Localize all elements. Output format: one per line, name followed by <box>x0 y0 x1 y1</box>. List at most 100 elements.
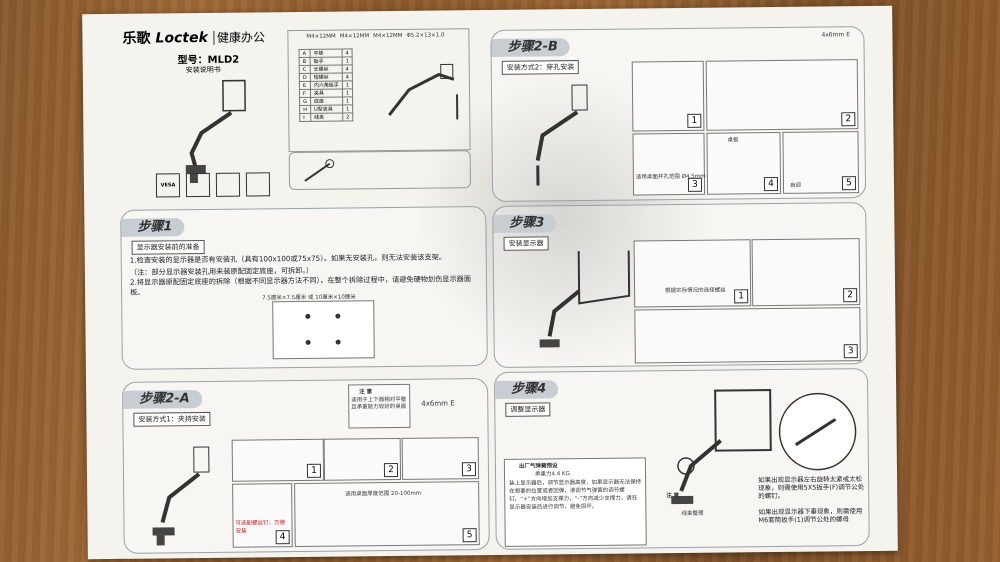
step2b-num-2: 2 <box>841 112 856 127</box>
tilt-icon <box>245 172 271 197</box>
step3-num-1: 1 <box>734 289 749 304</box>
step3-monitor-drawing <box>539 250 631 348</box>
step2a-warning: 注 意 适用于上下面相对平整且承重能力较好的桌面 <box>348 383 411 429</box>
step4-right-text-2: 如果出现显示器下垂现象，则需使用M6套筒扳手(1)调节公处的螺母 <box>758 507 863 525</box>
step4-note-small: 注 意 <box>666 493 680 500</box>
monitor-arm-illustration <box>185 79 246 184</box>
step2a-box-5: 适用桌面厚度范围 20-100mm 5 <box>294 481 480 548</box>
logo-en: Loctek <box>155 29 208 47</box>
step4-cable: 线束整理 <box>681 510 704 518</box>
step1-title: 步骤1 <box>121 218 185 237</box>
parts-cell: 4 <box>342 72 353 82</box>
step2b-box-1: 1 <box>631 60 705 132</box>
step2b-box-5: 自调 5 <box>782 131 860 194</box>
parts-cell: B <box>299 57 311 66</box>
model-label: 型号：MLD2 <box>177 54 240 67</box>
step3-box-3: 3 <box>634 307 861 364</box>
parts-cell: G <box>299 97 311 106</box>
step2a-tool: 4x6mm E <box>421 399 455 408</box>
hw-3: Φ5.2×13×1.0 <box>406 32 445 39</box>
step2b-label-1: 桌板 <box>727 137 739 144</box>
step2b-panel: 步骤2-B 安装方式2：穿孔安装 4x6mm E 1 2 适用桌面开孔范围 Ø4… <box>490 26 867 202</box>
step2a-box-3: 3 <box>401 437 480 480</box>
step4-warn-load: 承重力4.4 KG <box>534 471 570 478</box>
parts-cell: 内六角扳手 <box>310 81 343 90</box>
step3-num-2: 2 <box>843 288 858 303</box>
step2a-box-2: 2 <box>323 437 402 481</box>
parts-cell: 线夹 <box>310 113 343 122</box>
parts-cell: 1 <box>342 96 353 106</box>
step3-tip: 根据实际情况的选择螺丝 <box>665 287 726 295</box>
step2a-num-1: 1 <box>306 463 322 478</box>
hardware-row: M4×12MM M4×12MM M4×12MM Φ5.2×13×1.0 <box>306 32 468 40</box>
step2a-warn-title: 注 意 <box>359 389 373 396</box>
hw-0: M4×12MM <box>306 33 336 40</box>
step4-right-text-1: 如果出现显示器左右旋转太紧或太松现象，则需使用5X5扳手(F)调节公处的螺钉。 <box>758 475 865 501</box>
step4-panel: 步骤4 调整显示器 出厂气弹簧预设 承重力4.4 KG 装上显示器后，调节显示器… <box>493 368 870 550</box>
step1-panel: 步骤1 显示器安装前的准备 1.检查安装的显示器是否有安装孔（具有100x100… <box>120 206 488 370</box>
step3-num-3: 3 <box>843 344 858 359</box>
parts-cell: F <box>299 89 311 98</box>
step2b-tool: 4x6mm E <box>821 31 851 39</box>
step2b-num-3: 3 <box>687 177 703 192</box>
step2a-num-5: 5 <box>462 528 477 543</box>
step2a-subtitle: 安装方式1：夹持安装 <box>133 411 211 427</box>
step2b-subtitle: 安装方式2：穿孔安装 <box>501 60 580 75</box>
parts-cell: H <box>299 105 311 114</box>
screwdriver-icon <box>304 159 335 182</box>
step1-subtitle: 显示器安装前的准备 <box>131 239 205 255</box>
step2b-arm-drawing <box>535 84 588 186</box>
parts-cell: A <box>299 49 311 58</box>
parts-cell: 1 <box>342 80 353 90</box>
feature-icons: VESA <box>155 172 271 198</box>
arm-parts-diagram <box>388 63 459 120</box>
step2a-box-1: 1 <box>231 438 325 482</box>
step2a-warn-text: 适用于上下面相对平整且承重能力较好的桌面 <box>351 396 407 411</box>
step2b-box-3: 适用桌面开孔范围 Ø4.5mm~Ø70mm 3 <box>632 132 732 196</box>
parts-cell: D <box>299 73 311 82</box>
tools-box <box>288 150 472 191</box>
instruction-sheet: 乐歌 Loctek 健康办公 型号：MLD2 安装说明书 VESA M4×12M… <box>82 5 898 560</box>
step3-box-1: 根据实际情况的选择螺丝 1 <box>633 239 752 308</box>
step3-subtitle: 安装显示器 <box>503 236 549 251</box>
parts-cell: 1 <box>342 88 353 98</box>
tagline: 健康办公 <box>212 30 266 45</box>
slot-icon <box>215 172 241 197</box>
step2a-arm-drawing <box>152 446 210 546</box>
logo-cn: 乐歌 <box>122 30 151 47</box>
step2a-title: 步骤2-A <box>123 390 202 409</box>
parts-cell: 2 <box>342 112 353 122</box>
step2a-num-3: 3 <box>461 462 477 477</box>
parts-cell: 1 <box>342 104 353 114</box>
brand-header: 乐歌 Loctek 健康办公 <box>122 26 266 47</box>
step3-title: 步骤3 <box>493 214 557 233</box>
step2b-num-1: 1 <box>687 113 702 128</box>
parts-cell: 4 <box>341 48 353 58</box>
step4-title: 步骤4 <box>495 380 559 399</box>
step2a-num-4: 4 <box>275 530 290 545</box>
parts-cell: C <box>299 65 311 74</box>
parts-cell: E <box>299 81 311 90</box>
step2b-box-4: 桌板 4 <box>706 131 782 195</box>
parts-cell: 1 <box>342 56 353 66</box>
step4-detail-circle <box>778 392 857 471</box>
step4-adjust-drawing <box>671 389 772 505</box>
vesa-pattern-drawing <box>272 300 375 360</box>
step2a-panel: 步骤2-A 安装方式1：夹持安装 注 意 适用于上下面相对平整且承重能力较好的桌… <box>122 378 490 554</box>
step2a-thick: 适用桌面厚度范围 20-100mm <box>345 490 422 498</box>
parts-cell: 4 <box>342 64 353 74</box>
step3-box-2: 2 <box>751 238 861 307</box>
step2b-title: 步骤2-B <box>491 38 570 57</box>
parts-cell: I <box>299 113 311 122</box>
step4-subtitle: 调整显示器 <box>505 402 551 417</box>
hw-1: M4×12MM <box>339 33 370 40</box>
step2b-num-5: 5 <box>841 176 857 191</box>
hw-2: M4×12MM <box>373 32 403 40</box>
step4-warning-box: 出厂气弹簧预设 承重力4.4 KG 装上显示器后，调节显示器高度，如果显示器无法… <box>503 457 647 547</box>
step4-warn-text: 装上显示器后，调节显示器高度，如果显示器无法保持在想要的位置或者回弹，请调节气弹… <box>509 479 642 511</box>
step2b-label-2: 自调 <box>789 182 802 189</box>
step2b-num-4: 4 <box>763 176 779 192</box>
